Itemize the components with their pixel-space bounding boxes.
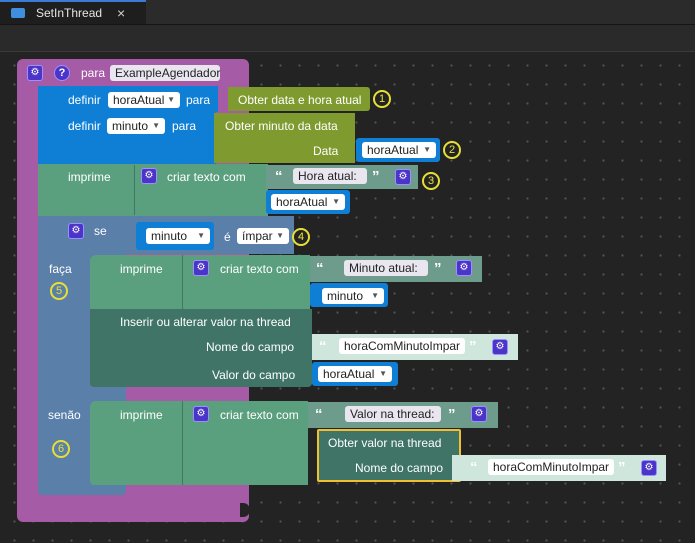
field-name-field[interactable]: horaComMinutoImpar (339, 338, 465, 354)
procedure-gear-icon[interactable]: ⚙ (27, 65, 43, 81)
procedure-keyword: para (81, 66, 106, 80)
var-dropdown-label: horaAtual (113, 93, 165, 107)
then-label: faça (49, 262, 72, 276)
join-gear-icon-2[interactable]: ⚙ (193, 260, 209, 276)
get-thread-value-block[interactable] (317, 429, 461, 482)
join-label-2: criar texto com (220, 262, 299, 276)
var-dropdown-horaatual-4[interactable]: horaAtual ▼ (318, 366, 392, 382)
tab-title: SetInThread (36, 6, 103, 20)
var-dropdown-horaatual-3[interactable]: horaAtual ▼ (271, 194, 345, 210)
var-dropdown-label-3: horaAtual (367, 143, 419, 157)
print-label-3: imprime (120, 408, 163, 422)
thread-set-block[interactable] (90, 309, 312, 387)
var-dropdown-label-6: minuto (327, 289, 364, 303)
chevron-down-icon: ▼ (152, 121, 160, 130)
join-gear-icon-3[interactable]: ⚙ (193, 406, 209, 422)
field-name-field-2[interactable]: horaComMinutoImpar (488, 459, 614, 475)
text-field-2[interactable]: Minuto atual: (344, 260, 428, 276)
var-dropdown-minuto-2[interactable]: minuto ▼ (146, 228, 210, 244)
tab-bar: SetInThread × (0, 0, 695, 25)
var-dropdown-horaatual-2[interactable]: horaAtual ▼ (362, 142, 436, 158)
marker-6: 6 (52, 440, 70, 458)
open-quote-icon: “ (275, 168, 283, 185)
join-label-3: criar texto com (220, 408, 299, 422)
chevron-down-icon: ▼ (371, 291, 379, 300)
set-label: definir (68, 93, 101, 107)
else-label: senão (48, 408, 81, 422)
data-param-label: Data (313, 144, 339, 158)
tab-setinthread[interactable]: SetInThread × (0, 0, 146, 24)
procedure-name-field[interactable]: ExampleAgendador (110, 65, 220, 81)
to-label: para (186, 93, 211, 107)
print-block-2[interactable] (90, 255, 182, 309)
get-minute-block[interactable] (214, 113, 355, 163)
get-thread-value-label: Obter valor na thread (328, 436, 442, 450)
if-gear-icon[interactable]: ⚙ (68, 223, 84, 239)
marker-2: 2 (443, 141, 461, 159)
thread-set-label: Inserir ou alterar valor na thread (120, 315, 291, 329)
join-gear-icon[interactable]: ⚙ (141, 168, 157, 184)
odd-even-label: ímpar (242, 229, 273, 243)
var-dropdown-minuto-3[interactable]: minuto ▼ (322, 288, 384, 304)
is-label: é (224, 230, 231, 244)
close-quote-icon-5: ” (618, 459, 626, 476)
close-quote-icon-2: ” (434, 260, 442, 277)
help-icon[interactable]: ? (54, 65, 70, 81)
var-dropdown-label-4: horaAtual (276, 195, 328, 209)
open-quote-icon-2: “ (316, 260, 324, 277)
text-gear-icon-3[interactable]: ⚙ (492, 339, 508, 355)
toolbar (0, 25, 695, 52)
print-label: imprime (68, 170, 111, 184)
close-quote-icon-4: ” (448, 406, 456, 423)
open-quote-icon-3: “ (319, 338, 327, 355)
close-quote-icon-3: ” (469, 338, 477, 355)
get-datetime-label: Obter data e hora atual (238, 93, 362, 107)
field-name-label: Nome do campo (206, 340, 295, 354)
odd-even-dropdown[interactable]: ímpar▼ (237, 228, 289, 244)
text-gear-icon-2[interactable]: ⚙ (456, 260, 472, 276)
open-quote-icon-5: “ (470, 459, 478, 476)
field-value-label: Valor do campo (212, 368, 296, 382)
marker-5: 5 (50, 282, 68, 300)
close-icon[interactable]: × (117, 5, 126, 21)
open-quote-icon-4: “ (315, 406, 323, 423)
join-label: criar texto com (167, 170, 246, 184)
chevron-down-icon: ▼ (332, 197, 340, 206)
marker-3: 3 (422, 172, 440, 190)
text-field-1[interactable]: Hora atual: (293, 168, 367, 184)
var-dropdown-minuto[interactable]: minuto▼ (107, 118, 165, 134)
var-dropdown-label-5: minuto (151, 229, 188, 243)
marker-1: 1 (373, 90, 391, 108)
chevron-down-icon: ▼ (167, 95, 175, 104)
var-dropdown-horaatual[interactable]: horaAtual▼ (108, 92, 180, 108)
print-label-2: imprime (120, 262, 163, 276)
get-datetime-block[interactable] (228, 87, 370, 111)
text-gear-icon-4[interactable]: ⚙ (471, 406, 487, 422)
marker-4: 4 (292, 228, 310, 246)
set-label-2: definir (68, 119, 101, 133)
if-label: se (94, 224, 107, 238)
chevron-down-icon: ▼ (197, 231, 205, 240)
procedure-bottom-notch (240, 503, 250, 517)
var-dropdown-label-2: minuto (112, 119, 149, 133)
chevron-down-icon: ▼ (379, 369, 387, 378)
text-gear-icon-5[interactable]: ⚙ (641, 460, 657, 476)
chevron-down-icon: ▼ (423, 145, 431, 154)
print-block-3[interactable] (90, 401, 182, 485)
field-name-label-2: Nome do campo (355, 461, 444, 475)
var-dropdown-label-7: horaAtual (323, 367, 375, 381)
chevron-down-icon: ▼ (276, 231, 284, 240)
text-gear-icon[interactable]: ⚙ (395, 169, 411, 185)
blocks-file-icon (11, 8, 25, 18)
to-label-2: para (172, 119, 197, 133)
close-quote-icon: ” (372, 168, 380, 185)
get-minute-label: Obter minuto da data (225, 119, 338, 133)
text-field-3[interactable]: Valor na thread: (345, 406, 441, 422)
